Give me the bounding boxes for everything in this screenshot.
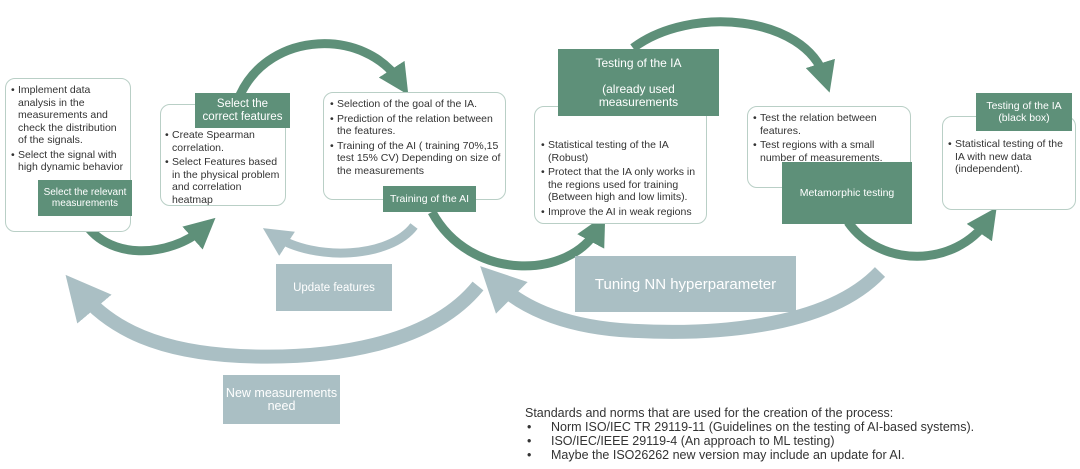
arrow-update-features	[262, 223, 418, 258]
features-bullet: Create Spearman correlation.	[165, 129, 281, 154]
testing-label: Testing of the IA (already used measurem…	[558, 49, 719, 116]
select-measurements-label: Select the relevant measurements	[38, 180, 132, 216]
standards-section: Standards and norms that are used for th…	[525, 406, 1070, 462]
testing-card: Statistical testing of the IA (Robust) P…	[534, 106, 707, 224]
arrow-features-to-training	[235, 39, 409, 97]
features-bullet: Select Features based in the physical pr…	[165, 156, 281, 206]
blackbox-label: Testing of the IA (black box)	[976, 93, 1072, 131]
testing-bullet: Statistical testing of the IA (Robust)	[541, 139, 702, 164]
training-bullet: Prediction of the relation between the f…	[330, 113, 501, 138]
arrow-training-to-testing	[428, 209, 606, 271]
update-features-label: Update features	[276, 264, 392, 311]
standards-item: Norm ISO/IEC TR 29119-11 (Guidelines on …	[525, 420, 1070, 434]
measurements-bullet: Implement data analysis in the measureme…	[11, 84, 126, 147]
arrow-tuning-hyperparameter	[480, 266, 886, 339]
metamorphic-bullet: Test regions with a small number of meas…	[753, 139, 906, 164]
standards-item: Maybe the ISO26262 new version may inclu…	[525, 448, 1070, 462]
training-card: Selection of the goal of the IA. Predict…	[323, 92, 506, 200]
measurements-bullet: Select the signal with high dynamic beha…	[11, 149, 126, 174]
new-measurements-label: New measurements need	[223, 375, 340, 424]
tuning-label: Tuning NN hyperparameter	[575, 256, 796, 312]
blackbox-bullet: Statistical testing of the IA with new d…	[948, 138, 1071, 176]
standards-intro: Standards and norms that are used for th…	[525, 406, 894, 420]
measurements-card: Implement data analysis in the measureme…	[5, 78, 131, 232]
blackbox-card: Statistical testing of the IA with new d…	[942, 116, 1076, 210]
metamorphic-label: Metamorphic testing	[782, 162, 912, 224]
arrow-testing-to-metamorphic	[630, 17, 835, 93]
training-bullet: Training of the AI ( training 70%,15 tes…	[330, 140, 501, 178]
standards-item: ISO/IEC/IEEE 29119-4 (An approach to ML …	[525, 434, 1070, 448]
arrow-new-measurements	[65, 274, 484, 364]
metamorphic-bullet: Test the relation between features.	[753, 112, 906, 137]
testing-bullet: Improve the AI in weak regions	[541, 206, 702, 219]
training-bullet: Selection of the goal of the IA.	[330, 98, 501, 111]
arrow-metamorphic-to-blackbox	[844, 207, 997, 261]
training-label: Training of the AI	[383, 186, 476, 212]
testing-bullet: Protect that the IA only works in the re…	[541, 166, 702, 204]
select-features-label: Select the correct features	[195, 93, 290, 128]
